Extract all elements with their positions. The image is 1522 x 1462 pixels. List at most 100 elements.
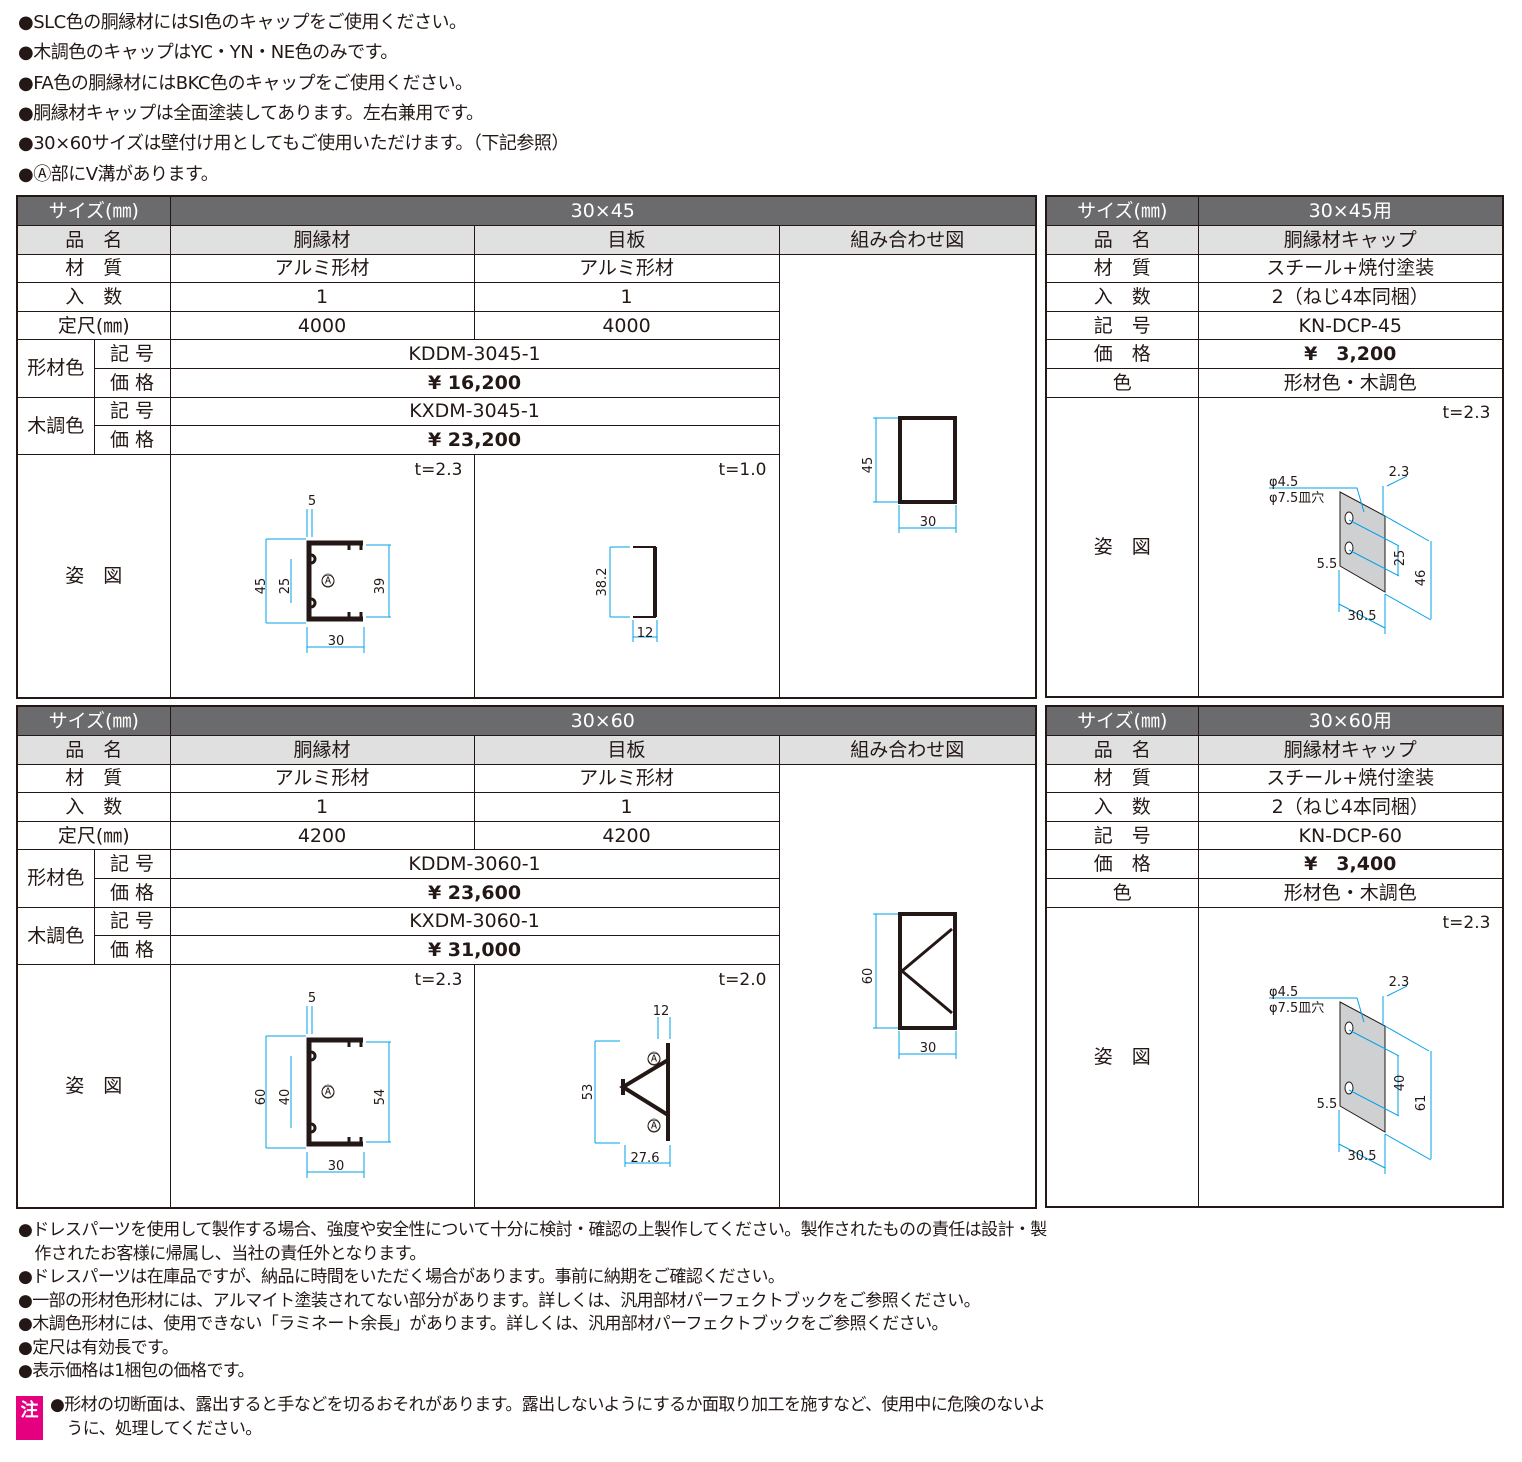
thickness-label: t=1.0 [718,459,767,480]
dimension-label: 30.5 [1347,1149,1376,1164]
cap-cell-code_label: 記 号 [1045,310,1199,341]
cap-cell-name: 胴縁材キャップ [1197,225,1504,255]
cap-cell-material: スチール+焼付塗装 [1197,253,1504,284]
cell-material_cover: アルミ形材 [473,253,780,284]
dimension-label: 40 [278,1088,293,1105]
dimension-label: 53 [581,1083,596,1100]
cell-price_label: 価 格 [93,425,171,455]
cap-cell-qty: 2（ねじ4本同梱） [1197,282,1504,312]
cell-color1: 形材色 [16,339,95,398]
cell-size: 30×45 [169,195,1037,226]
cell-size_label: サイズ(㎜) [16,705,171,736]
dimension-label: 39 [373,577,388,594]
warning-line: うに、処理してください。 [50,1418,262,1439]
cell-qty_cover: 1 [473,792,780,822]
cap-cell-size: 30×45用 [1197,195,1504,226]
cap-cell-code_label: 記 号 [1045,820,1199,851]
cell-figure_label: 姿 図 [16,453,171,699]
cell-code_label: 記 号 [93,339,171,369]
bottom-note: ●一部の形材色形材には、アルマイト塗装されてない部分があります。詳しくは、汎用部… [18,1290,981,1311]
dimension-label: 60 [861,967,876,984]
cell-name_label: 品 名 [1045,735,1199,765]
dimension-label: 54 [373,1088,388,1105]
cap-cell-color: 形材色・木調色 [1197,877,1504,908]
dimension-label: Ⓐ [647,1052,660,1067]
dimension-label: 27.6 [630,1151,659,1166]
bottom-note: ●表示価格は1梱包の価格です。 [18,1361,255,1381]
top-note: ●木調色のキャップはYC・YN・NE色のみです。 [18,42,398,64]
cell-size_label: サイズ(㎜) [1045,195,1199,226]
dimension-label: 30.5 [1347,609,1376,624]
dimension-label: 5.5 [1316,1097,1337,1112]
dimension-label: 5.5 [1316,557,1337,572]
cap-cell-price_label: 価 格 [1045,339,1199,369]
thickness-label: t=2.3 [414,459,463,480]
product-table-30×45: サイズ(㎜)30×45 品 名胴縁材目板組み合わせ図 材 質アルミ形材アルミ形材… [16,195,1038,699]
cell-cover: 目板 [473,735,780,765]
top-note: ●SLC色の胴縁材にはSI色のキャップをご使用ください。 [18,12,467,33]
cell-price_label: 価 格 [93,935,171,965]
bottom-notes: ●ドレスパーツを使用して製作する場合、強度や安全性について十分に検討・確認の上製… [18,1219,1047,1384]
cap-cell-price: ¥ 3,200 [1197,339,1504,369]
dimension-label: φ7.5皿穴 [1269,491,1324,506]
cell-figure_label: 姿 図 [1045,906,1199,1208]
cell-material_label: 材 質 [16,763,171,794]
cell-size_label: サイズ(㎜) [1045,705,1199,736]
cell-length_body: 4000 [169,310,475,341]
cap-cell-code: KN-DCP-60 [1197,820,1504,851]
dimension-label: 25 [278,577,293,594]
cell-length_cover: 4200 [473,820,780,851]
dimension-label: φ7.5皿穴 [1269,1001,1324,1016]
cap-cell-code: KN-DCP-45 [1197,310,1504,341]
top-note: ●FA色の胴縁材にはBKC色のキャップをご使用ください。 [18,72,473,94]
dimension-label: 25 [1393,549,1408,566]
dimension-label: Ⓐ [321,1085,334,1100]
dimension-label: Ⓐ [321,574,334,589]
cell-qty_cover: 1 [473,282,780,312]
cell-qty_body: 1 [169,792,475,822]
dimension-label: 30 [919,515,936,530]
dimension-label: 60 [254,1088,269,1105]
cell-price2: ¥ 31,000 [169,935,780,965]
dimension-label: Ⓐ [647,1119,660,1134]
cell-length_label: 定尺(㎜) [16,820,171,851]
cap-cell-color_label: 色 [1045,367,1199,398]
cell-name_label: 品 名 [16,225,171,255]
cap-cell-color: 形材色・木調色 [1197,367,1504,398]
cell-code2: KXDM-3045-1 [169,396,780,427]
cap-table-30×60用: サイズ(㎜)30×60用 品 名胴縁材キャップ 材 質スチール+焼付塗装 入 数… [1045,705,1504,1208]
cell-qty_label: 入 数 [16,792,171,822]
dimension-label: 5 [307,991,315,1006]
dimension-label: 2.3 [1388,975,1409,990]
cell-price2: ¥ 23,200 [169,425,780,455]
dimension-label: 12 [636,626,653,641]
dimension-label: 30 [327,634,344,649]
dimension-label: 12 [652,1004,669,1019]
top-note: ●Ⓐ部にV溝があります。 [18,163,219,185]
thickness-label: t=2.3 [414,969,463,990]
bottom-note: ●ドレスパーツを使用して製作する場合、強度や安全性について十分に検討・確認の上製… [18,1220,1047,1240]
cap-cell-price: ¥ 3,400 [1197,849,1504,879]
thickness-label: t=2.3 [1442,402,1491,423]
cell-code1: KDDM-3060-1 [169,849,780,879]
cell-length_label: 定尺(㎜) [16,310,171,341]
cell-material_cover: アルミ形材 [473,763,780,794]
dimension-label: 40 [1393,1074,1408,1091]
dimension-label: 2.3 [1388,465,1409,480]
bottom-note: 作されたお客様に帰属し、当社の責任外となります。 [18,1243,426,1264]
cell-figure_label: 姿 図 [16,963,171,1209]
cap-cell-qty: 2（ねじ4本同梱） [1197,792,1504,822]
cap-cell-material: スチール+焼付塗装 [1197,763,1504,794]
cell-code_label: 記 号 [93,849,171,879]
dimension-label: 61 [1414,1094,1429,1111]
cap-cell-color_label: 色 [1045,877,1199,908]
